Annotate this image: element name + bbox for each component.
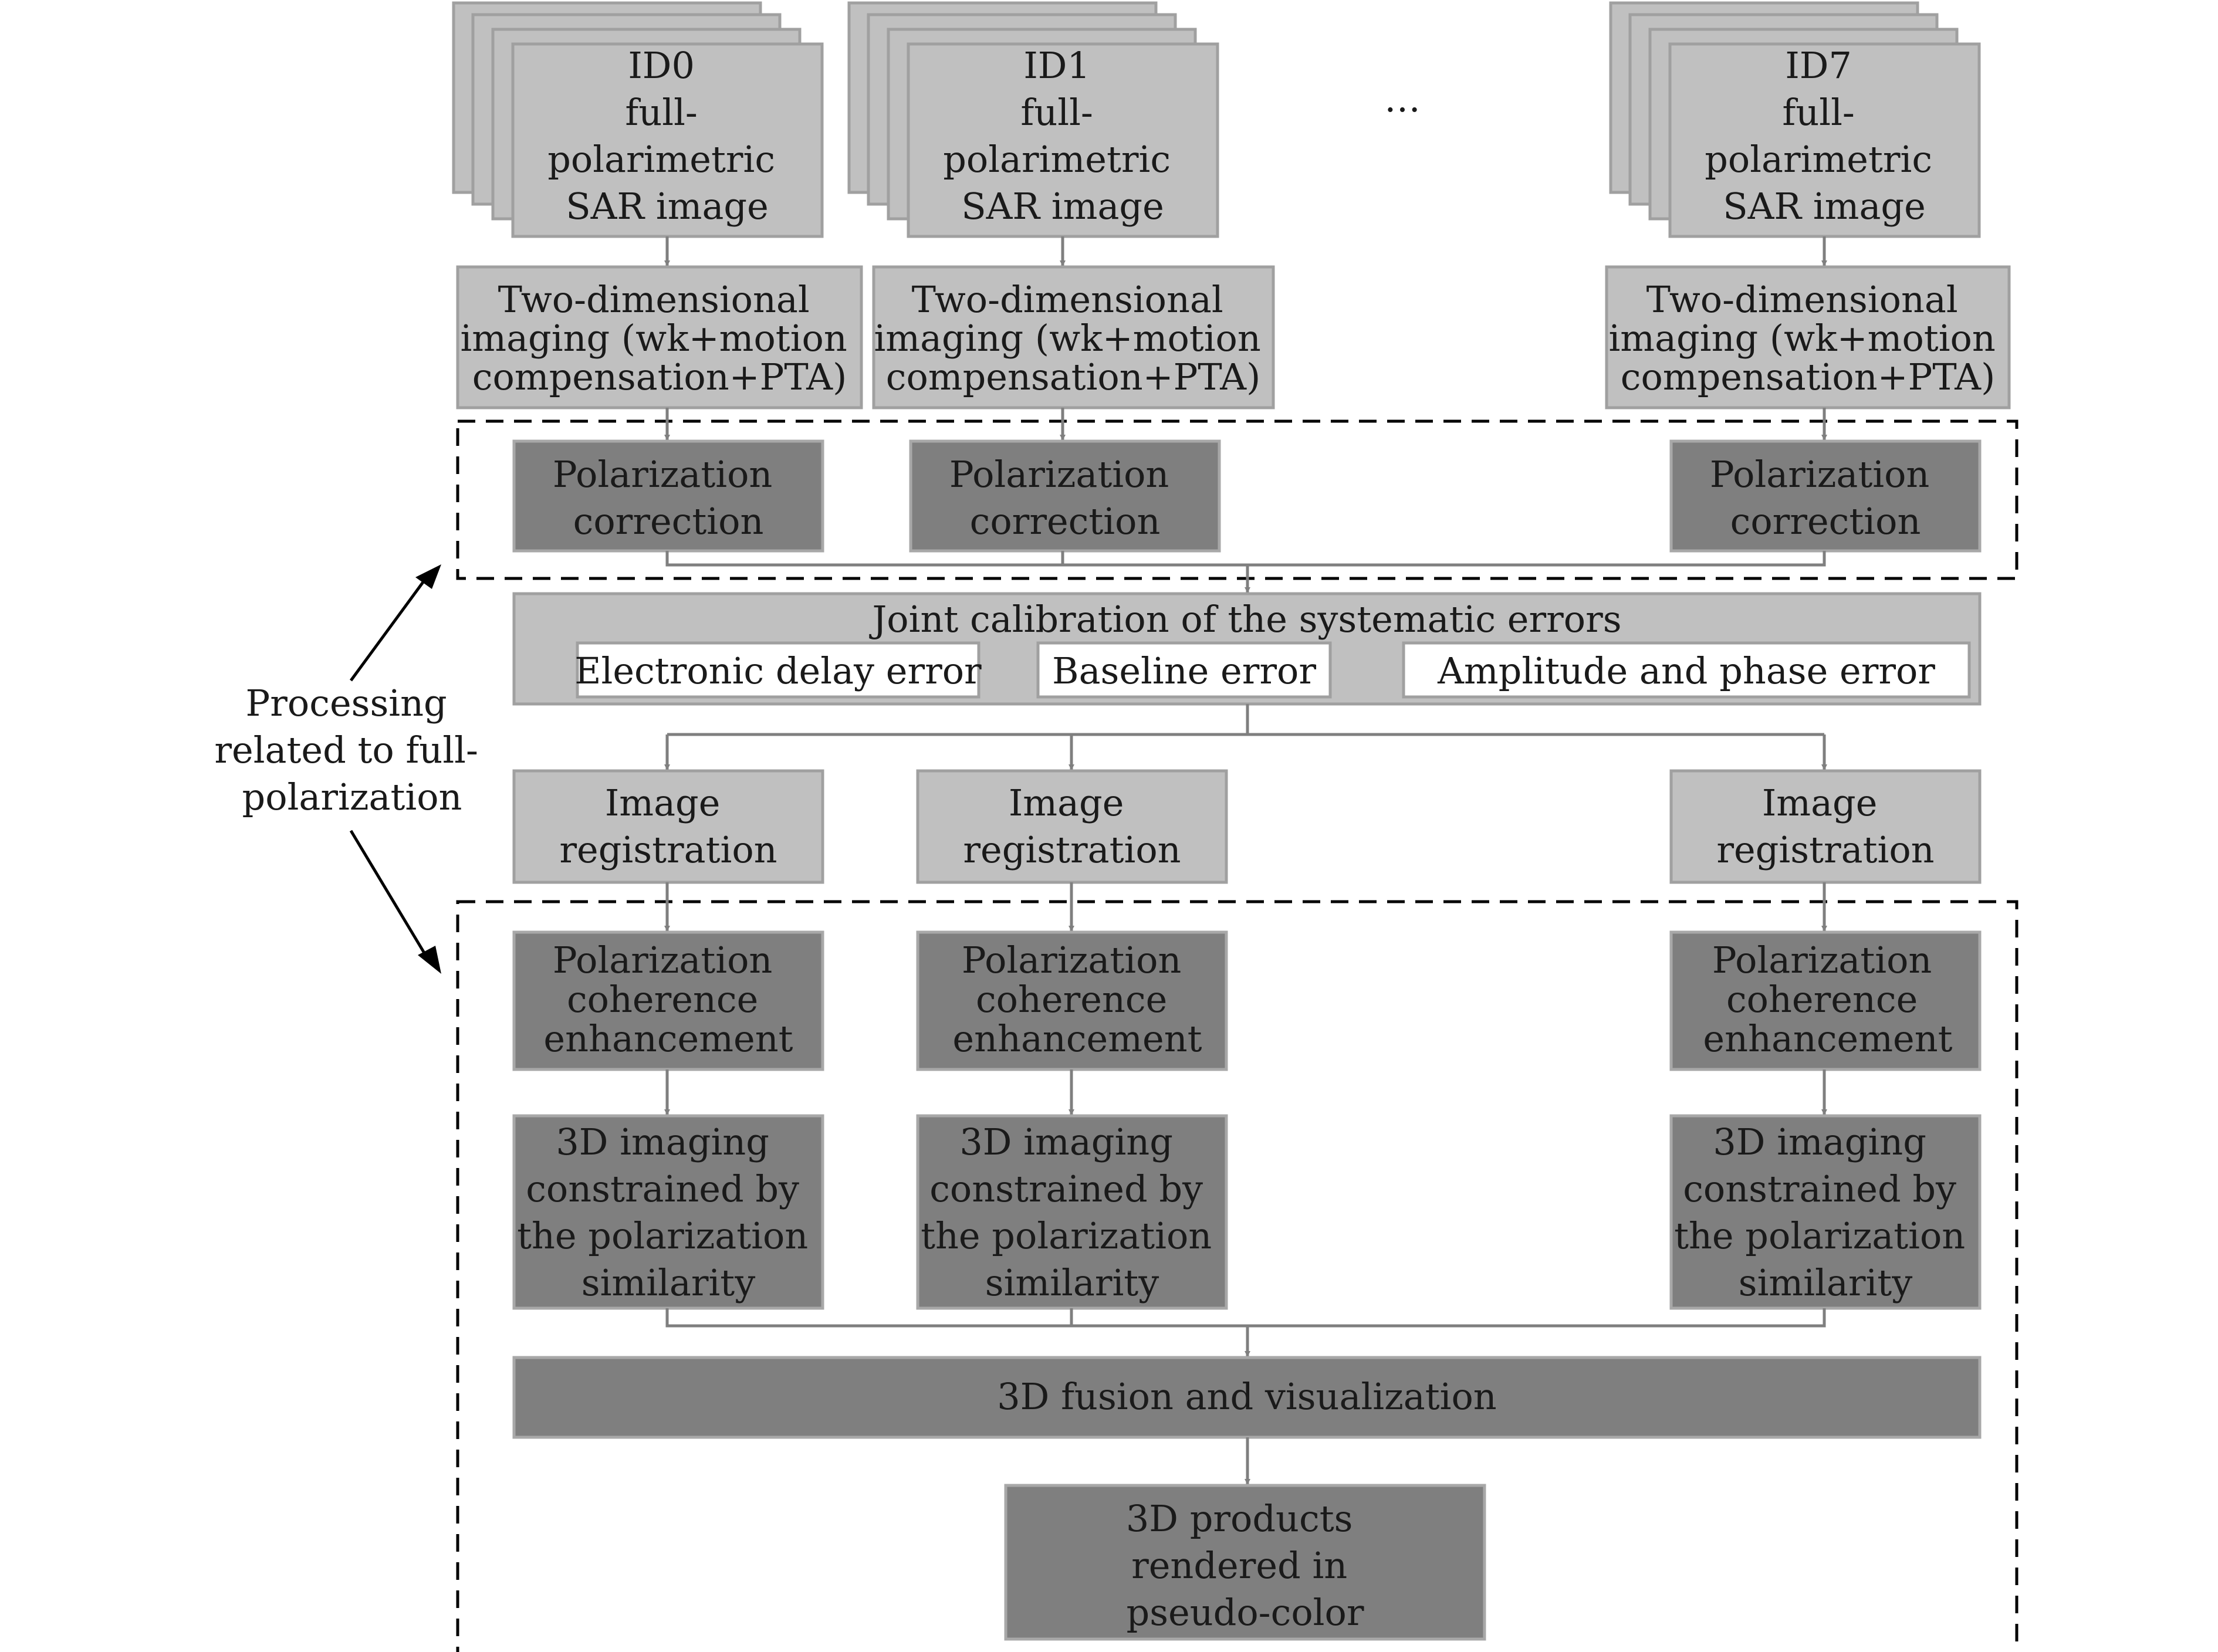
imaging3d-label-id7: 3D imaging constrained by the polarizati… xyxy=(1674,1120,1977,1304)
source-stack-id1 xyxy=(847,1,1219,238)
pol-correction-box-id0 xyxy=(512,439,824,553)
imaging-box-id1 xyxy=(872,265,1275,409)
full-polarization-group-bottom xyxy=(456,900,2018,1652)
error-box-baseline xyxy=(1036,641,1332,699)
pol-correction-label-id7: Polarization correction xyxy=(1710,453,1941,543)
error-label-baseline: Baseline error xyxy=(1052,649,1316,692)
pol-correction-box-id1 xyxy=(909,439,1221,553)
imaging-label-id1: Two-dimensional imaging (wk+motion compe… xyxy=(874,278,1272,398)
source-id0-title: ID0 full- polarimetric SAR image xyxy=(547,44,787,228)
coherence-label-id1: Polarization coherence enhancement xyxy=(952,939,1202,1060)
source-id7-title: ID7 full- polarimetric SAR image xyxy=(1705,44,1944,228)
coherence-box-id7 xyxy=(1669,930,1982,1071)
imaging3d-box-id7 xyxy=(1669,1114,1982,1310)
fusion-label: 3D fusion and visualization xyxy=(997,1375,1497,1418)
annotation-arrow-to-bottom-group xyxy=(349,830,441,974)
annotation-arrow-to-top-group xyxy=(349,564,441,682)
imaging3d-label-id0: 3D imaging constrained by the polarizati… xyxy=(517,1120,820,1304)
products-box xyxy=(1004,1484,1486,1641)
registration-label-id0: Image registration xyxy=(559,781,777,871)
source-stack-id0 xyxy=(452,1,824,238)
registration-box-id0 xyxy=(512,769,824,884)
merge-line-3d xyxy=(665,1308,1826,1328)
error-label-amplitude-phase: Amplitude and phase error xyxy=(1437,649,1935,692)
coherence-label-id7: Polarization coherence enhancement xyxy=(1703,939,1952,1060)
source-stack-id7 xyxy=(1609,1,1981,238)
error-box-electronic-delay xyxy=(576,641,980,699)
coherence-label-id0: Polarization coherence enhancement xyxy=(543,939,793,1060)
error-box-amplitude-phase xyxy=(1402,641,1971,699)
imaging3d-box-id0 xyxy=(512,1114,824,1310)
imaging-label-id0: Two-dimensional imaging (wk+motion compe… xyxy=(460,278,858,398)
pol-correction-label-id0: Polarization correction xyxy=(553,453,784,543)
registration-label-id7: Image registration xyxy=(1716,781,1934,871)
registration-box-id7 xyxy=(1669,769,1982,884)
imaging3d-label-id1: 3D imaging constrained by the polarizati… xyxy=(921,1120,1223,1304)
imaging-box-id0 xyxy=(456,265,863,409)
merge-line-correction xyxy=(665,551,1826,567)
products-label: 3D products rendered in pseudo-color xyxy=(1126,1497,1364,1634)
source-id1-title: ID1 full- polarimetric SAR image xyxy=(943,44,1182,228)
registration-label-id1: Image registration xyxy=(963,781,1181,871)
error-label-electronic-delay: Electronic delay error xyxy=(574,649,982,692)
imaging3d-box-id1 xyxy=(916,1114,1228,1310)
coherence-box-id0 xyxy=(512,930,824,1071)
coherence-box-id1 xyxy=(916,930,1228,1071)
pol-correction-box-id7 xyxy=(1669,439,1982,553)
fusion-box xyxy=(512,1356,1982,1439)
imaging-box-id7 xyxy=(1605,265,2011,409)
imaging-label-id7: Two-dimensional imaging (wk+motion compe… xyxy=(1608,278,2007,398)
joint-calibration-title: Joint calibration of the systematic erro… xyxy=(868,598,1621,641)
ellipsis: … xyxy=(1384,77,1421,120)
pol-correction-label-id1: Polarization correction xyxy=(949,453,1181,543)
full-polarization-group-top xyxy=(456,419,2018,580)
side-annotation-label: Processing related to full- polarization xyxy=(214,682,489,818)
registration-box-id1 xyxy=(916,769,1228,884)
